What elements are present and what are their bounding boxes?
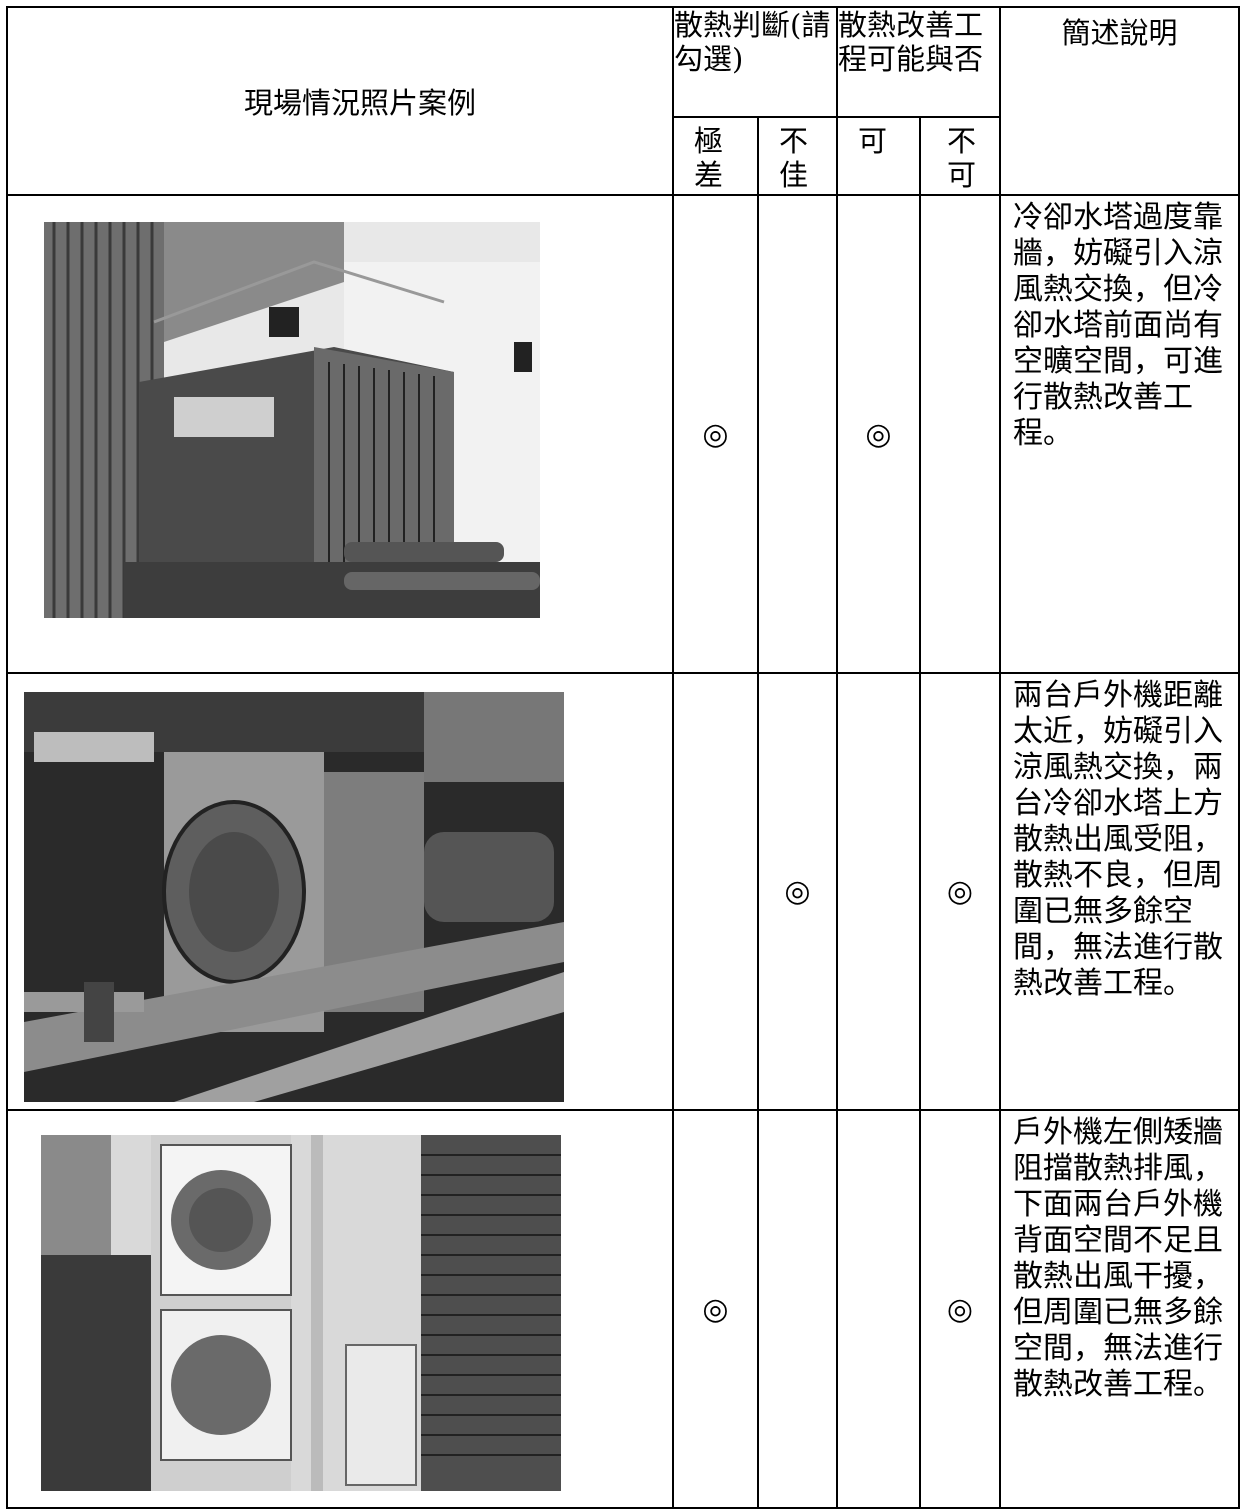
poor-mark [756,194,839,674]
cooling-tower-photo [44,222,540,618]
balcony-ac-units-photo [41,1135,561,1491]
improve-possible-header: 散熱改善工程可能與否 [836,6,1002,118]
can-mark [836,672,922,1111]
very-poor-mark [672,672,759,1111]
photo-cell [6,194,674,674]
photo-cell [6,1109,674,1509]
table-row: ◎ ◎ 戶外機左側矮牆阻擋散熱排風，下面兩台戶外機背面空間不足且散熱出風干擾，但… [6,1109,1241,1509]
description-header: 簡述說明 [999,6,1241,196]
poor-header: 不佳 [756,116,839,196]
very-poor-mark: ◎ [672,194,759,674]
photo-column-header: 現場情況照片案例 [6,6,674,196]
cannot-header: 不可 [919,116,1002,196]
very-poor-mark: ◎ [672,1109,759,1509]
description-text: 冷卻水塔過度靠牆，妨礙引入涼風熱交換，但冷卻水塔前面尚有空曠空間，可進行散熱改善… [999,194,1241,674]
heat-judgment-header: 散熱判斷(請勾選) [671,6,839,118]
heat-dissipation-table: 現場情況照片案例 散熱判斷(請勾選) 散熱改善工程可能與否 簡述說明 極差 不佳… [6,6,1241,1509]
table-row: ◎ ◎ 冷卻水塔過度靠牆，妨礙引入涼風熱交換，但冷卻水塔前面尚有空曠空間，可進行… [6,194,1241,674]
poor-mark [756,1109,839,1509]
very-poor-header: 極差 [672,116,759,196]
poor-mark: ◎ [756,672,839,1111]
cannot-mark [919,194,1002,674]
can-header: 可 [836,116,922,196]
description-text: 戶外機左側矮牆阻擋散熱排風，下面兩台戶外機背面空間不足且散熱出風干擾，但周圍已無… [999,1109,1241,1509]
photo-cell [6,672,674,1111]
can-mark: ◎ [836,194,922,674]
table-row: ◎ ◎ 兩台戶外機距離太近，妨礙引入涼風熱交換，兩台冷卻水塔上方散熱出風受阻，散… [6,672,1241,1111]
can-mark [836,1109,922,1509]
description-text: 兩台戶外機距離太近，妨礙引入涼風熱交換，兩台冷卻水塔上方散熱出風受阻，散熱不良，… [999,672,1241,1111]
cannot-mark: ◎ [919,1109,1002,1509]
cannot-mark: ◎ [919,672,1002,1111]
outdoor-units-pipes-photo [24,692,564,1102]
